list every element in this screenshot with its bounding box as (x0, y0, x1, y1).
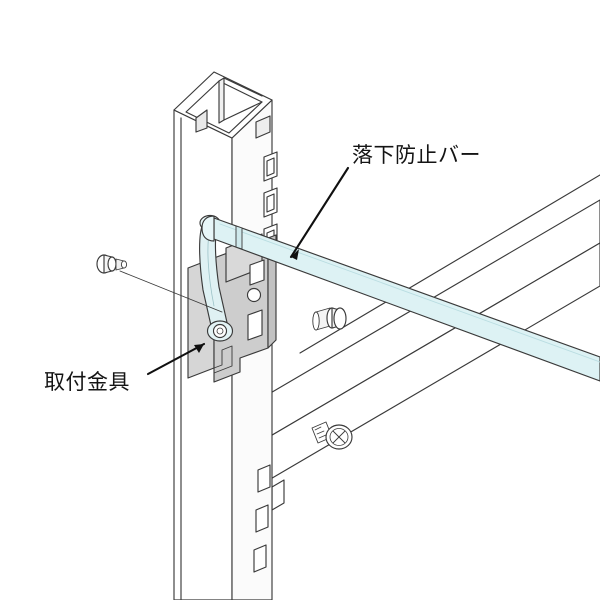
screw-right (312, 307, 347, 331)
label-fall-prevention-bar: 落下防止バー (352, 143, 481, 167)
screw-lower-phillips (311, 421, 353, 450)
screw-left (96, 254, 223, 313)
fall-prevention-bar (201, 215, 600, 382)
post-slots-lower (253, 464, 271, 573)
leader-lines (146, 166, 350, 376)
label-mounting-bracket: 取付金具 (44, 370, 130, 394)
